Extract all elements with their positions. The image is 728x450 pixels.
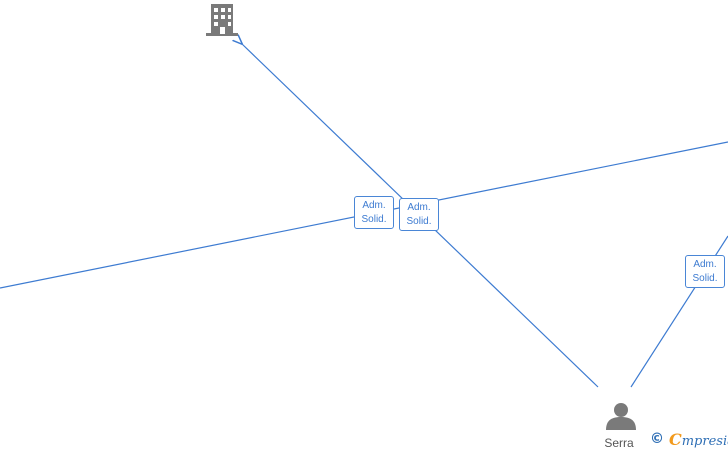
person-icon[interactable]: [606, 403, 636, 430]
person-name-label[interactable]: Serra: [604, 436, 634, 450]
building-icon[interactable]: [206, 4, 238, 36]
edge-label-line1: Adm.: [407, 202, 431, 213]
brand-logo-initial: C: [669, 429, 682, 449]
brand-logo: Cmpresia: [669, 430, 728, 449]
edge-label-adm-solid[interactable]: Adm. Solid.: [399, 198, 439, 231]
empresia-watermark: © Cmpresia: [650, 429, 728, 449]
edge-label-adm-solid[interactable]: Adm. Solid.: [354, 196, 394, 229]
edge-label-line2: Solid.: [361, 214, 387, 225]
edge-label-line2: Solid.: [406, 216, 432, 227]
edge-label-line2: Solid.: [692, 273, 718, 284]
edge-label-line1: Adm.: [693, 259, 717, 270]
edge-label-adm-solid[interactable]: Adm. Solid.: [685, 255, 725, 288]
brand-logo-rest: mpresia: [681, 433, 728, 449]
copyright-icon: ©: [650, 431, 664, 447]
edge-label-line1: Adm.: [362, 200, 386, 211]
